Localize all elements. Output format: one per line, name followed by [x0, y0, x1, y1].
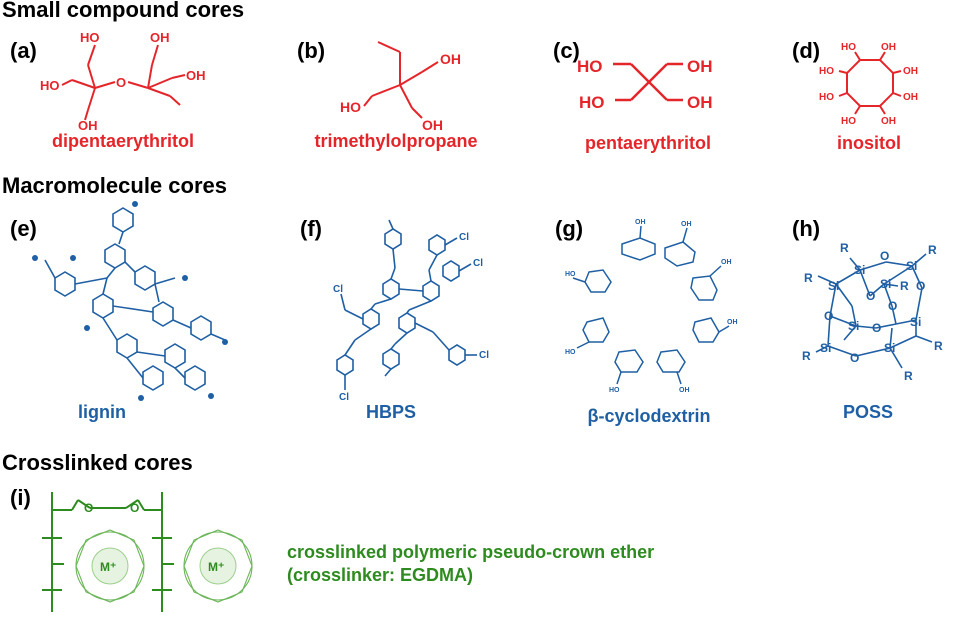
atom-label: Si [854, 263, 865, 277]
atom-label: Si [828, 279, 839, 293]
atom-label: R [900, 279, 909, 293]
metal-ion-label: M⁺ [208, 560, 224, 574]
name-pentaerythritol: pentaerythritol [584, 133, 712, 153]
atom-label: OH [721, 259, 732, 266]
dipentaerythritol-structure: HO HO O OH OH OH [40, 30, 206, 133]
atom-label: Cl [479, 350, 489, 361]
atom-label: OH [679, 387, 690, 394]
atom-label: HO [565, 349, 576, 356]
panel-label-h: (h) [792, 216, 821, 241]
atom-label: OH [687, 93, 713, 112]
name-hbps: HBPS [365, 402, 417, 422]
panel-label-c: (c) [553, 38, 580, 63]
atom-label: OH [903, 66, 918, 77]
name-lignin: lignin [78, 402, 126, 422]
atom-label: HO [577, 57, 603, 76]
atom-label: O [880, 249, 889, 263]
atom-label: HO [565, 271, 576, 278]
panel-label-e: (e) [10, 216, 37, 241]
name-trimethylolpropane: trimethylolpropane [314, 131, 478, 151]
atom-label: Cl [339, 392, 349, 403]
atom-label: O [888, 299, 897, 313]
poss-structure: R R R R R R R Si Si Si Si Si Si Si Si O … [802, 241, 943, 383]
section-small-compound-cores: Small compound cores [2, 0, 245, 22]
name-dipentaerythritol: dipentaerythritol [51, 131, 195, 151]
atom-label: HO [841, 42, 856, 53]
atom-label: R [928, 243, 937, 257]
atom-label: R [840, 241, 849, 255]
beta-cyclodextrin-structure: OH OH OH OH OH HO HO HO [565, 219, 738, 394]
atom-label: OH [681, 221, 692, 228]
name-inositol: inositol [837, 133, 901, 153]
atom-label: O [916, 279, 925, 293]
atom-label: Si [906, 259, 917, 273]
name-beta-cyclodextrin: β-cyclodextrin [587, 406, 711, 426]
atom-label: R [934, 339, 943, 353]
crosslinked-description: crosslinked polymeric pseudo-crown ether… [287, 541, 654, 587]
atom-label: R [802, 349, 811, 363]
atom-label: OH [881, 116, 896, 127]
atom-label: Si [880, 277, 891, 291]
section-macromolecule-cores: Macromolecule cores [2, 173, 227, 198]
atom-label: HO [841, 116, 856, 127]
atom-label: Si [910, 315, 921, 329]
atom-label: HO [579, 93, 605, 112]
atom-label: HO [40, 78, 60, 93]
atom-label: HO [340, 99, 361, 115]
atom-label: O [866, 289, 875, 303]
lignin-structure [32, 201, 228, 401]
panel-label-b: (b) [297, 38, 326, 63]
atom-label: OH [635, 219, 646, 226]
atom-label: O [130, 501, 139, 515]
atom-label: OH [903, 92, 918, 103]
crosslinked-description-line1: crosslinked polymeric pseudo-crown ether [287, 542, 655, 562]
crosslinked-description-line2: (crosslinker: EGDMA) [287, 565, 474, 585]
atom-label: OH [422, 117, 443, 133]
atom-label: HO [609, 387, 620, 394]
panel-label-a: (a) [10, 38, 37, 63]
atom-label: Si [848, 319, 859, 333]
atom-label: R [804, 271, 813, 285]
atom-label: HO [80, 30, 100, 45]
atom-label: OH [881, 42, 896, 53]
atom-label: OH [727, 319, 738, 326]
trimethylolpropane-structure: OH HO OH [340, 41, 461, 133]
atom-label: O [872, 321, 881, 335]
panel-label-d: (d) [792, 38, 821, 63]
section-crosslinked-cores: Crosslinked cores [2, 450, 193, 475]
atom-label: Cl [473, 258, 483, 269]
hbps-structure: Cl Cl Cl Cl Cl [333, 219, 489, 403]
atom-label: OH [150, 30, 170, 45]
atom-label: OH [186, 68, 206, 83]
atom-label: O [116, 75, 126, 90]
atom-label: Cl [333, 284, 343, 295]
panel-label-f: (f) [300, 216, 322, 241]
crosslinked-crown-ether-structure: O O M⁺ M⁺ [42, 492, 253, 612]
atom-label: O [824, 309, 833, 323]
name-poss: POSS [842, 402, 894, 422]
atom-label: R [904, 369, 913, 383]
atom-label: Cl [459, 232, 469, 243]
panel-label-i: (i) [10, 485, 31, 510]
pentaerythritol-structure: HO OH HO OH [577, 57, 713, 112]
atom-label: OH [687, 57, 713, 76]
panel-label-g: (g) [555, 216, 584, 241]
atom-label: HO [819, 66, 834, 77]
atom-label: O [84, 501, 93, 515]
inositol-structure: HO OH OH OH OH HO HO HO [819, 42, 918, 127]
atom-label: Si [884, 341, 895, 355]
atom-label: OH [78, 118, 98, 133]
atom-label: O [850, 351, 859, 365]
atom-label: HO [819, 92, 834, 103]
metal-ion-label: M⁺ [100, 560, 116, 574]
atom-label: OH [440, 51, 461, 67]
atom-label: Si [820, 341, 831, 355]
